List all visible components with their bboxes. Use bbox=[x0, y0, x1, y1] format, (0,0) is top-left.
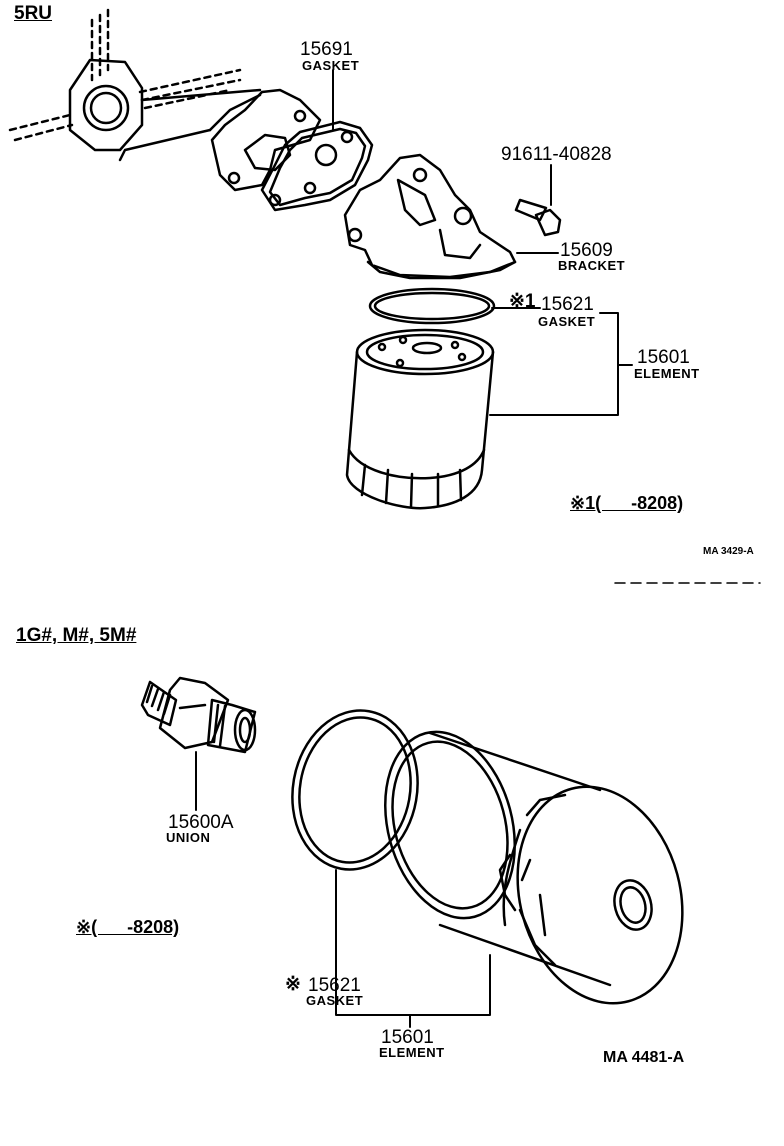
drawing-code-top: MA 3429-A bbox=[703, 546, 754, 557]
o-ring-top-inner bbox=[373, 291, 491, 321]
o-ring-bottom bbox=[291, 709, 419, 871]
part-number-15609: 15609 bbox=[560, 240, 613, 261]
part-name-union: UNION bbox=[166, 830, 211, 845]
section-header-5ru: 5RU bbox=[14, 3, 53, 24]
leader-lines-top bbox=[332, 69, 633, 416]
o-ring-bottom-inner bbox=[298, 716, 412, 864]
union-15600a-shape bbox=[140, 676, 257, 754]
note-applicability-bottom: ※( -8208) bbox=[76, 917, 180, 937]
section-header-engines: 1G#, M#, 5M# bbox=[16, 625, 137, 646]
part-number-15621-bottom: 15621 bbox=[308, 975, 361, 996]
part-number-15621-top: 15621 bbox=[541, 294, 594, 315]
part-number-15601-bottom: 15601 bbox=[381, 1027, 434, 1048]
part-name-element-top: ELEMENT bbox=[634, 366, 700, 381]
part-name-gasket-15691: GASKET bbox=[302, 58, 360, 73]
bolt-91611-shape bbox=[514, 198, 562, 237]
filter-element-top-shape bbox=[345, 328, 495, 510]
leader-lines-bottom bbox=[195, 751, 491, 1028]
block-flange bbox=[210, 88, 322, 192]
part-number-15600a: 15600A bbox=[168, 812, 234, 833]
o-ring-top bbox=[368, 287, 496, 325]
note-marker-top: ※1 bbox=[509, 291, 536, 312]
part-number-15691: 15691 bbox=[300, 39, 353, 60]
gasket-15691-shape bbox=[260, 120, 374, 212]
note-applicability-top: ※1( -8208) bbox=[570, 493, 684, 513]
filter-element-bottom-shape bbox=[384, 730, 684, 1005]
part-name-gasket-15621-top: GASKET bbox=[538, 314, 596, 329]
drawing-code-bottom: MA 4481-A bbox=[603, 1049, 685, 1066]
part-name-bracket: BRACKET bbox=[558, 258, 626, 273]
note-marker-bottom: ※ bbox=[285, 974, 301, 995]
part-name-gasket-bottom: GASKET bbox=[306, 993, 364, 1008]
engine-block-lines bbox=[8, 8, 262, 162]
part-name-element-bottom: ELEMENT bbox=[379, 1045, 445, 1060]
bracket-15609-shape bbox=[343, 153, 517, 280]
part-number-15601-top: 15601 bbox=[637, 347, 690, 368]
part-number-bolt: 91611-40828 bbox=[501, 144, 612, 165]
